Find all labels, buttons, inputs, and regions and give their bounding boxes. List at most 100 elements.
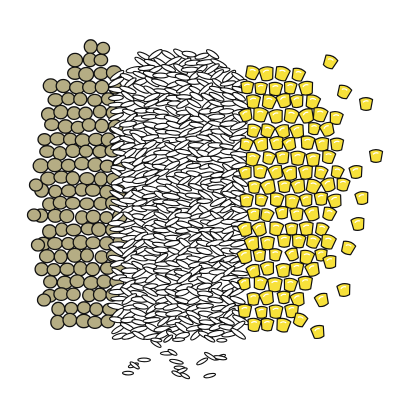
corn-kernel: [318, 121, 335, 137]
corn-kernel-highlight: [294, 295, 300, 299]
corn-kernel-body: [336, 283, 351, 297]
corn-kernel: [246, 207, 261, 222]
corn-kernel-highlight: [318, 140, 325, 144]
rice-grain: [175, 259, 191, 270]
corn-kernel: [254, 81, 268, 96]
corn-kernel-body: [254, 193, 269, 207]
rice-grain-body: [188, 272, 202, 283]
corn-kernel-body: [283, 80, 298, 95]
lentil-grain: [44, 118, 60, 132]
corn-kernel-highlight: [272, 112, 279, 116]
corn-kernel: [260, 123, 276, 139]
rice-grain: [173, 139, 191, 151]
rice-grain-body: [153, 211, 168, 221]
rice-grain-body: [178, 315, 194, 326]
corn-kernel-highlight: [311, 125, 317, 127]
lentil-grain: [37, 133, 52, 146]
corn-kernel: [314, 137, 330, 152]
lentil-grain: [61, 92, 76, 106]
corn-kernel-body: [289, 94, 304, 109]
rice-grain: [132, 176, 148, 185]
corn-kernel-body: [313, 292, 329, 308]
lentil-grain: [39, 145, 56, 158]
corn-kernel-body: [358, 97, 374, 111]
corn-kernel-highlight: [249, 155, 256, 158]
corn-kernel: [322, 54, 339, 70]
rice-grain: [132, 302, 149, 310]
rice-grain-body: [196, 276, 213, 285]
corn-kernel: [253, 275, 269, 291]
rice-grain-body: [207, 147, 224, 157]
corn-kernel-body: [246, 292, 261, 306]
rice-grain: [181, 50, 197, 58]
corn-kernel-highlight: [248, 239, 255, 243]
corn-kernel-highlight: [257, 110, 264, 113]
rice-grain-body: [196, 198, 212, 205]
corn-kernel-highlight: [295, 237, 302, 240]
corn-kernel: [283, 277, 299, 293]
rice-grain: [163, 239, 181, 248]
corn-kernel-highlight: [304, 138, 311, 141]
lentil-grain: [78, 106, 93, 121]
rice-grain: [232, 91, 246, 102]
corn-kernel: [240, 80, 255, 95]
rice-grain-body: [132, 176, 148, 185]
rice-grain: [197, 190, 214, 202]
corn-kernel-highlight: [250, 295, 257, 298]
rice-grain: [178, 315, 194, 326]
lentil-grain: [62, 312, 78, 328]
corn-kernel-body: [268, 135, 284, 151]
lentil-grain: [83, 39, 98, 55]
corn-kernel-highlight: [279, 127, 285, 131]
corn-kernel-body: [312, 106, 329, 123]
rice-grain: [196, 276, 213, 285]
corn-kernel: [368, 149, 384, 163]
corn-kernel-highlight: [325, 237, 332, 240]
corn-kernel-body: [303, 205, 320, 222]
rice-grain: [196, 282, 213, 290]
rice-grain: [154, 252, 169, 264]
corn-kernel: [336, 283, 351, 297]
rice-grain: [171, 370, 183, 378]
rice-grain: [210, 69, 225, 81]
rice-grain: [155, 178, 173, 186]
corn-kernel-body: [275, 263, 291, 278]
corn-kernel-highlight: [314, 328, 320, 332]
corn-kernel-highlight: [264, 320, 270, 324]
corn-kernel-highlight: [302, 196, 309, 200]
corn-kernel-body: [269, 248, 283, 262]
rice-grain: [142, 317, 161, 324]
corn-kernel: [268, 304, 284, 319]
rice-grain-body: [218, 316, 235, 326]
lentil-grain: [83, 275, 100, 291]
corn-kernel-highlight: [333, 114, 340, 117]
corn-kernel-highlight: [278, 208, 285, 212]
corn-kernel-highlight: [242, 111, 248, 115]
lentil-grain: [82, 80, 98, 95]
rice-grain-body: [121, 370, 135, 376]
rice-grain-body: [137, 357, 151, 363]
rice-grain: [155, 203, 171, 214]
rice-grain-body: [152, 246, 170, 254]
corn-kernel-body: [258, 290, 274, 306]
rice-grain-body: [108, 112, 125, 122]
rice-grain-body: [176, 183, 193, 192]
corn-kernel-body: [288, 123, 305, 139]
corn-kernel-highlight: [263, 293, 269, 298]
lentil-grain: [67, 52, 84, 68]
rice-grain-body: [132, 302, 149, 310]
corn-kernel-highlight: [262, 69, 269, 73]
corn-kernel: [310, 324, 325, 340]
rice-grain: [218, 108, 235, 115]
corn-kernel-body: [245, 65, 261, 81]
lentil-grain: [59, 208, 75, 224]
corn-kernel: [268, 135, 284, 151]
corn-kernel-body: [304, 261, 320, 277]
corn-kernel-body: [274, 65, 291, 82]
lentil-grain: [64, 196, 81, 210]
corn-kernel: [322, 206, 338, 221]
rice-grain-body: [173, 139, 191, 151]
corn-kernel-body: [268, 304, 284, 319]
rice-grain: [186, 98, 202, 109]
corn-kernel-highlight: [258, 196, 264, 199]
